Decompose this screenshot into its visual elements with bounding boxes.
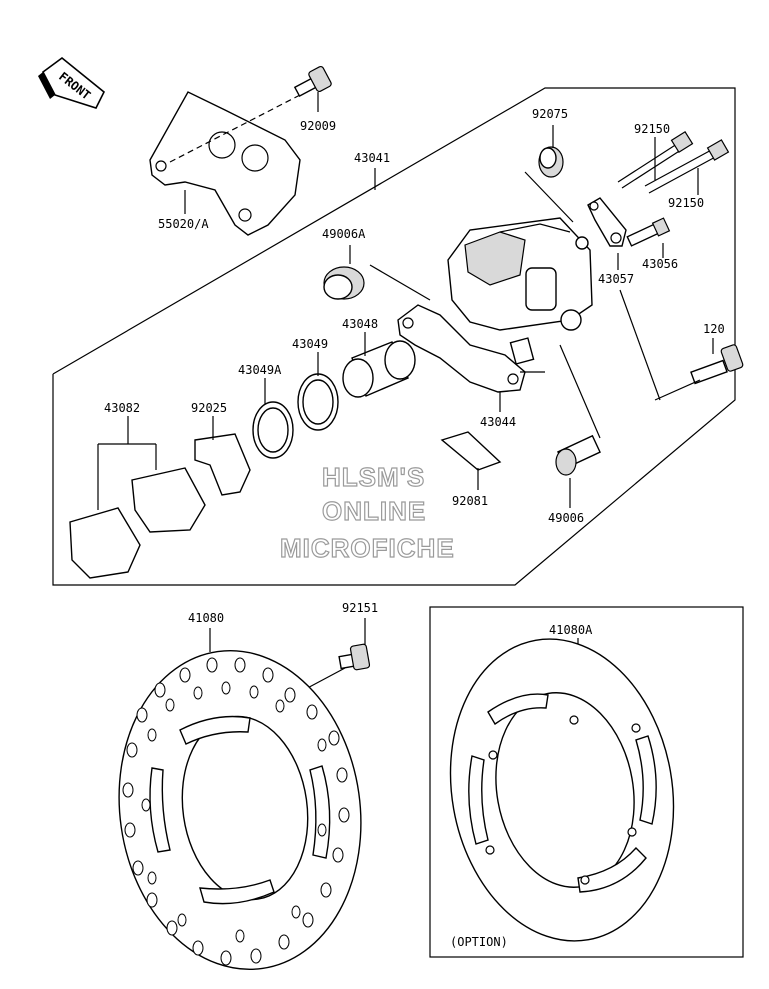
watermark: HLSM'S ONLINE MICROFICHE	[279, 461, 455, 563]
callout-43049a: 43049A	[238, 363, 282, 377]
spring-92025	[194, 433, 251, 496]
brake-disc-41080	[118, 649, 362, 971]
caliper-holder-43044	[397, 304, 535, 393]
seal-43049	[297, 373, 339, 431]
callout-41080a: 41080A	[549, 623, 593, 637]
piston-43048	[342, 340, 416, 398]
watermark-line-2: ONLINE	[322, 496, 426, 526]
bolt-92151	[338, 643, 371, 671]
callout-43049: 43049	[292, 337, 328, 351]
option-frame	[429, 606, 744, 958]
callout-labels: 92009 55020/A 43041 92075 92150 92150 49…	[104, 107, 725, 949]
pad-shim-92081	[440, 431, 502, 471]
plug-92075	[538, 146, 564, 178]
callout-43048: 43048	[342, 317, 378, 331]
pin-92150-b	[644, 139, 730, 194]
brake-pads-43082	[69, 467, 206, 579]
callout-43044: 43044	[480, 415, 516, 429]
bushing-49006a	[323, 266, 365, 300]
callout-92025: 92025	[191, 401, 227, 415]
callout-43057: 43057	[598, 272, 634, 286]
callout-120: 120	[703, 322, 725, 336]
callout-92150-top: 92150	[634, 122, 670, 136]
callout-92151: 92151	[342, 601, 378, 615]
callout-41080: 41080	[188, 611, 224, 625]
caliper-body-43041	[447, 217, 593, 331]
callout-49006a: 49006A	[322, 227, 366, 241]
bushing-49006	[555, 434, 601, 476]
callout-92075: 92075	[532, 107, 568, 121]
callout-43082: 43082	[104, 401, 140, 415]
bolt-120	[690, 344, 744, 385]
callout-43041: 43041	[354, 151, 390, 165]
watermark-line-1: HLSM'S	[322, 462, 425, 492]
callout-49006: 49006	[548, 511, 584, 525]
watermark-line-3: MICROFICHE	[280, 533, 455, 563]
bracket-55020a	[149, 91, 301, 236]
front-arrow-icon: FRONT	[38, 56, 106, 109]
bolt-92009	[293, 65, 332, 98]
bleeder-valve-43056	[626, 217, 671, 247]
seal-43049a	[252, 401, 294, 459]
option-label: (OPTION)	[450, 935, 508, 949]
callout-92081: 92081	[452, 494, 488, 508]
link-43057	[587, 197, 627, 247]
callout-92150-side: 92150	[668, 196, 704, 210]
brake-disc-41080a	[449, 638, 675, 942]
pin-92150-a	[617, 130, 694, 189]
callout-55020a: 55020/A	[158, 217, 209, 231]
callout-43056: 43056	[642, 257, 678, 271]
caliper-assembly-outline	[52, 87, 736, 586]
disc-vent-holes	[122, 657, 350, 966]
callout-92009: 92009	[300, 119, 336, 133]
